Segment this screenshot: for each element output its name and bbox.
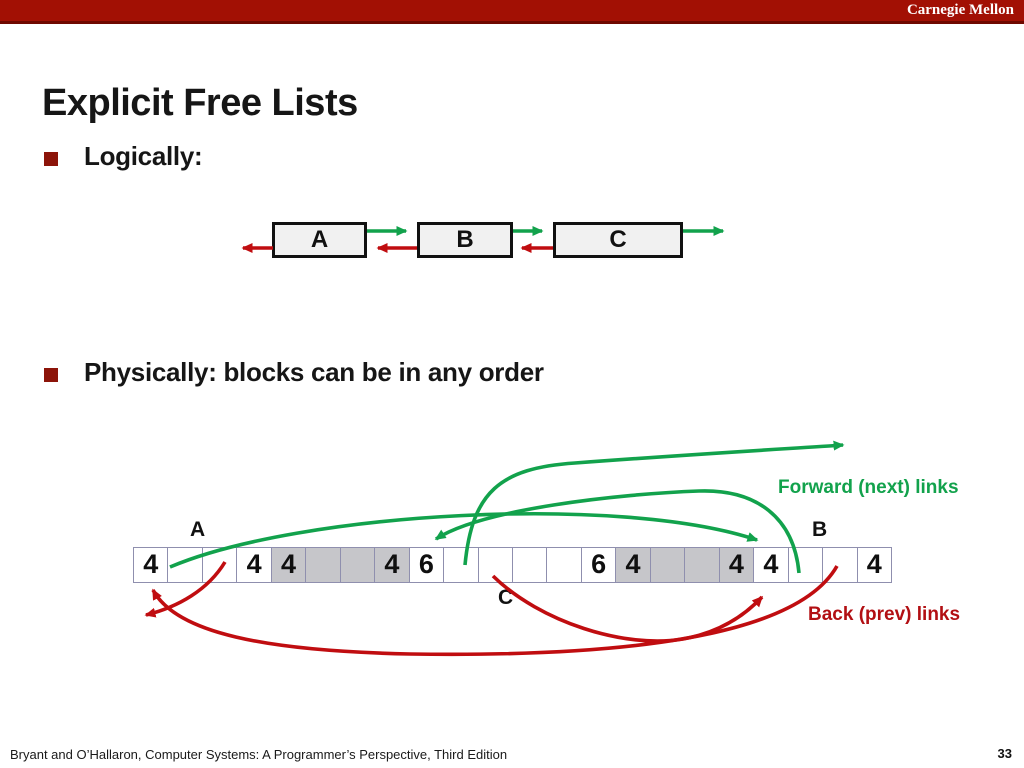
bullet-logically: Logically:	[84, 141, 203, 171]
footer-page-number: 33	[997, 746, 1012, 761]
block-label-c: C	[498, 586, 514, 609]
bullet-square-icon	[44, 152, 58, 166]
memory-cell: 4	[270, 548, 306, 582]
carnegie-mellon-logo: Carnegie Mellon	[906, 2, 1014, 18]
memory-cell: 4	[615, 548, 650, 582]
memory-cell	[477, 548, 512, 582]
memory-cell	[511, 548, 546, 582]
memory-cell	[649, 548, 685, 582]
footer-citation: Bryant and O’Hallaron, Computer Systems:…	[10, 747, 508, 762]
memory-cell: 4	[753, 548, 787, 582]
bullet-square-icon	[44, 368, 58, 382]
memory-cell	[305, 548, 340, 582]
memory-cell	[787, 548, 822, 582]
banner: Carnegie Mellon	[0, 0, 1024, 24]
block-label-b: B	[812, 518, 828, 541]
forward-links-label: Forward (next) links	[778, 477, 959, 498]
memory-cell	[546, 548, 580, 582]
memory-cell	[339, 548, 375, 582]
back-links-label: Back (prev) links	[808, 604, 961, 625]
memory-cell	[684, 548, 719, 582]
memory-cell	[822, 548, 856, 582]
memory-cell: 4	[236, 548, 270, 582]
bullet-physically: Physically: blocks can be in any order	[84, 357, 544, 387]
memory-cell: 6	[580, 548, 615, 582]
page-title: Explicit Free Lists	[42, 82, 358, 125]
memory-cell: 4	[143, 549, 159, 579]
memory-cell: 4	[856, 548, 891, 582]
block-label-a: A	[190, 518, 206, 541]
logical-node-b: B	[417, 222, 513, 258]
memory-cell: 6	[408, 548, 443, 582]
logical-node-a: A	[272, 222, 367, 258]
memory-cell	[167, 548, 201, 582]
memory-cell	[201, 548, 236, 582]
memory-cell	[443, 548, 477, 582]
logical-node-c: C	[553, 222, 683, 258]
memory-cell: 4	[374, 548, 409, 582]
memory-cell: 4	[718, 548, 754, 582]
back-link-c-to-b	[491, 574, 764, 643]
